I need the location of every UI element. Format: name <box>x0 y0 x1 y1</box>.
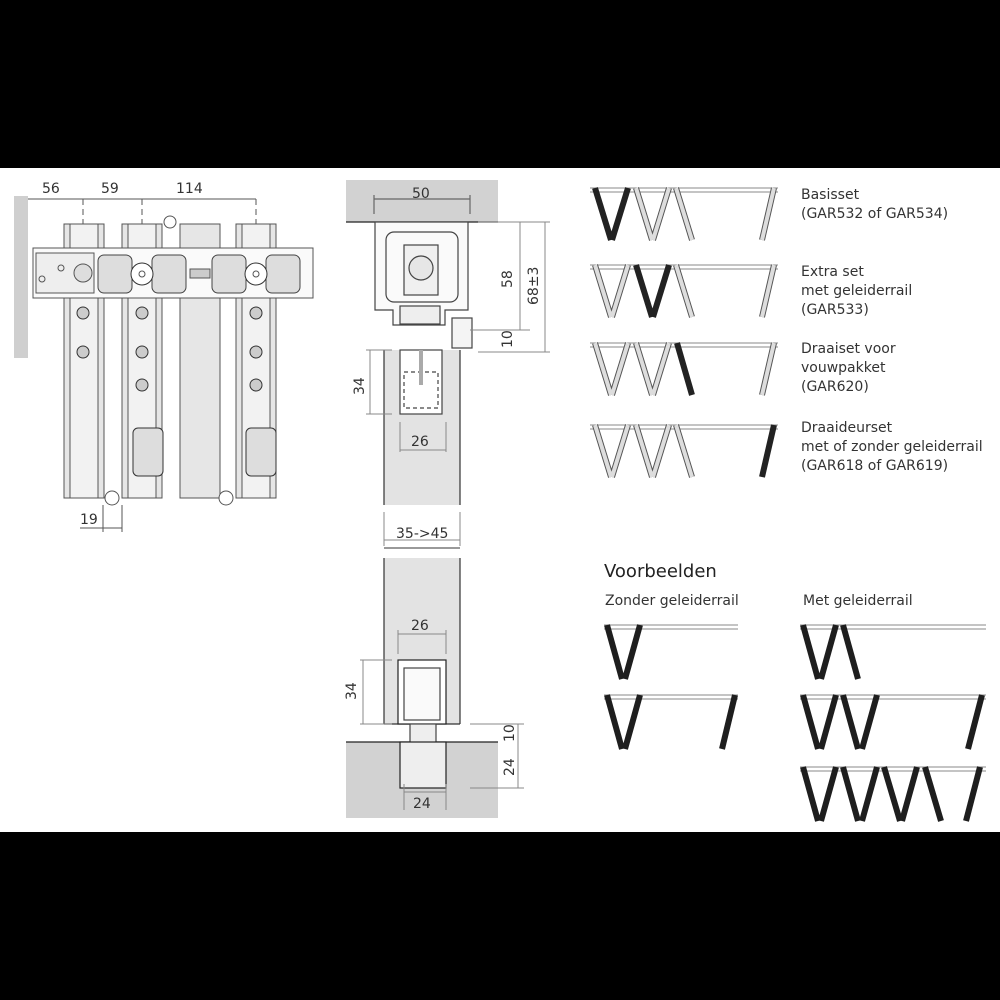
dim-59: 59 <box>101 181 119 197</box>
dim-24-width: 24 <box>413 796 431 812</box>
section-top <box>346 180 550 549</box>
legend-schematics <box>589 187 779 478</box>
example-schematics <box>604 624 986 822</box>
dim-34-top: 34 <box>352 377 368 395</box>
dim-26-top: 26 <box>411 434 429 450</box>
diagram-canvas: 56 59 114 19 50 58 68±3 10 34 26 35->45 … <box>0 168 1000 832</box>
legend-basisset: Basisset (GAR532 of GAR534) <box>801 187 949 222</box>
dim-26-bottom: 26 <box>411 618 429 634</box>
examples-title: Voorbeelden <box>604 561 717 582</box>
dim-19: 19 <box>80 512 98 528</box>
legend-draaideurset: Draaideurset met of zonder geleiderrail … <box>801 420 983 474</box>
dimension-labels: 56 59 114 19 50 58 68±3 10 34 26 35->45 … <box>42 181 542 812</box>
examples-left-heading: Zonder geleiderrail <box>605 593 739 609</box>
dim-56: 56 <box>42 181 60 197</box>
examples-right-heading: Met geleiderrail <box>803 593 913 609</box>
dim-68: 68±3 <box>526 267 542 305</box>
legend-draaiset: Draaiset voor vouwpakket (GAR620) <box>801 341 896 395</box>
front-view <box>14 196 314 532</box>
dim-10-bottom: 10 <box>502 724 518 742</box>
dim-58: 58 <box>500 270 516 288</box>
dim-34-bottom: 34 <box>344 682 360 700</box>
dim-10-top: 10 <box>500 330 516 348</box>
dim-35-45: 35->45 <box>396 526 448 542</box>
dim-24-depth: 24 <box>502 758 518 776</box>
technical-drawing: 56 59 114 19 50 58 68±3 10 34 26 35->45 … <box>14 180 986 822</box>
legend-extra-set: Extra set met geleiderrail (GAR533) <box>801 264 913 318</box>
section-bottom <box>346 558 524 818</box>
dim-50: 50 <box>412 186 430 202</box>
dim-114: 114 <box>176 181 203 197</box>
